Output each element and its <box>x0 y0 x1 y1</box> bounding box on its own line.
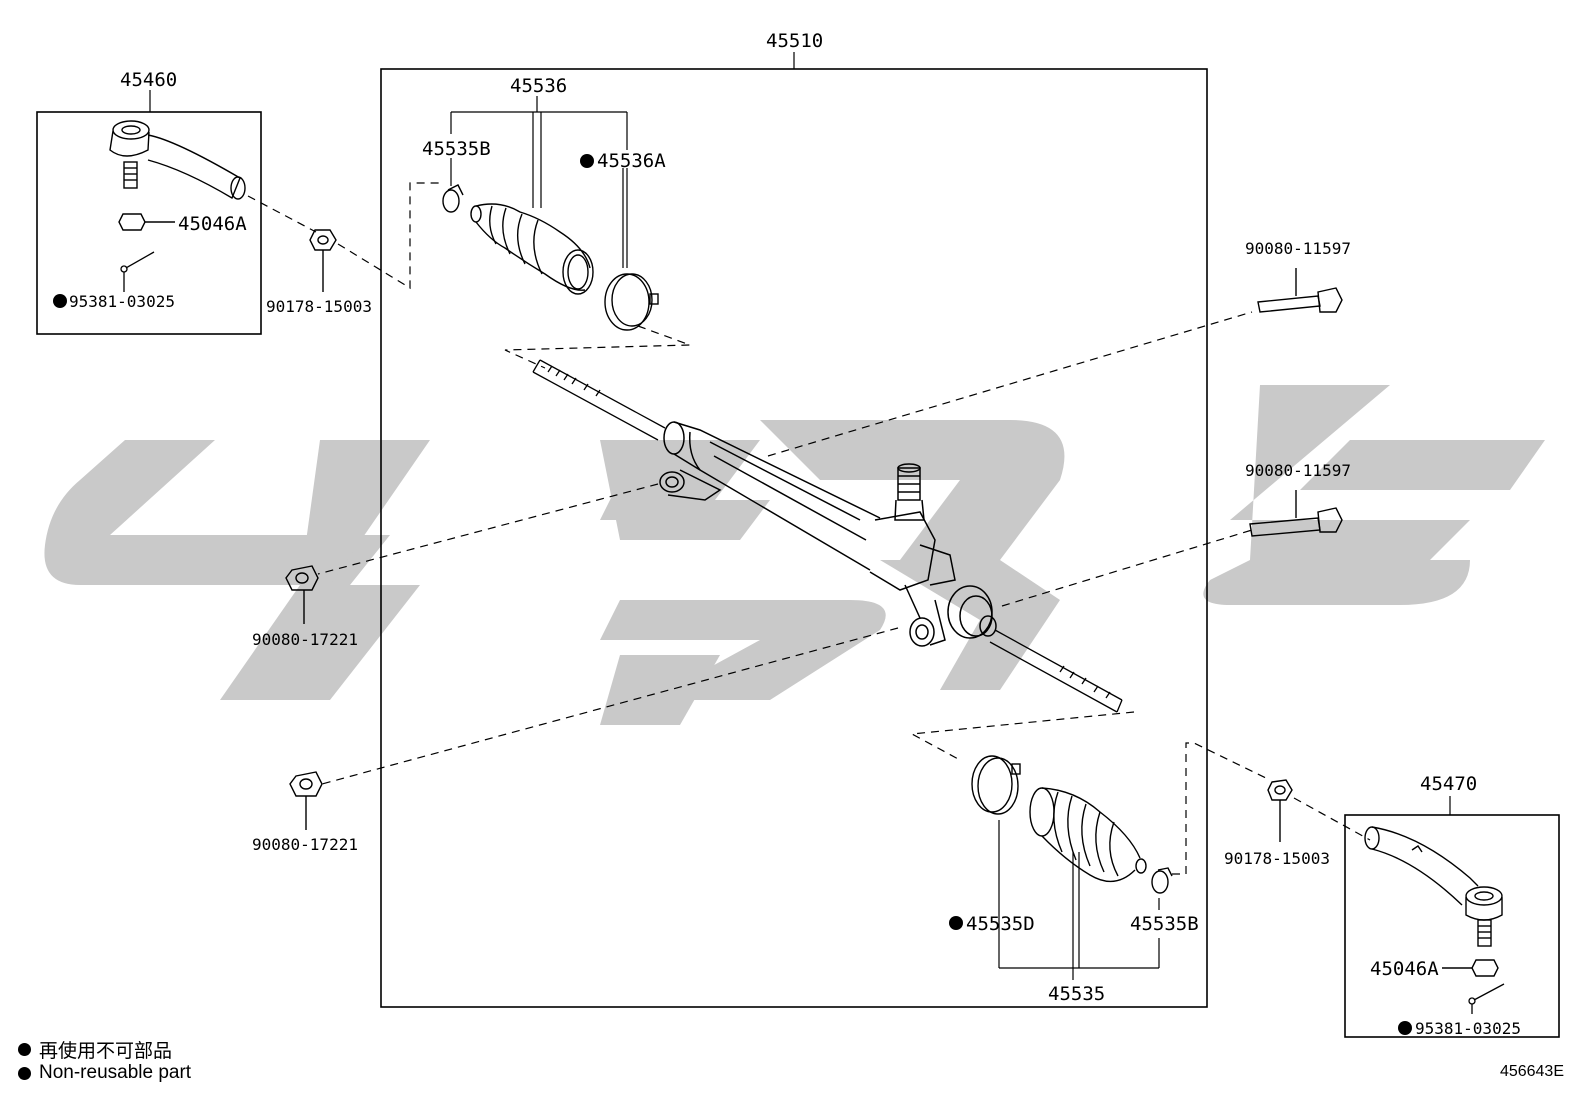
legend-text-en: Non-reusable part <box>39 1062 192 1083</box>
callout-45535D: 45535D <box>966 913 1035 935</box>
dashed-guide <box>1001 529 1253 607</box>
callout-45510: 45510 <box>766 30 823 52</box>
mount-nut-lower <box>289 771 323 830</box>
tie-rod-end-left-box <box>36 111 262 335</box>
big-clamp-upper <box>604 273 659 331</box>
non-reusable-dot <box>1398 1021 1412 1035</box>
callout-90178-15003-right: 90178-15003 <box>1224 849 1330 868</box>
non-reusable-dot <box>580 154 594 168</box>
callout-45535B-upper: 45535B <box>422 138 491 160</box>
boot-upper <box>470 203 594 295</box>
dashed-guide <box>504 325 691 369</box>
callout-45536: 45536 <box>510 75 567 97</box>
castle-nut-right <box>1442 959 1499 977</box>
lock-nut-right <box>1267 779 1293 842</box>
dashed-guide <box>317 483 659 575</box>
dashed-guide <box>337 182 440 290</box>
legend-row-jp: 再使用不可部品 <box>18 1036 172 1063</box>
castle-nut-left <box>118 213 175 231</box>
dashed-guide <box>909 711 1135 761</box>
legend-dot <box>18 1043 31 1056</box>
cotter-pin-right <box>1468 983 1505 1014</box>
rack-shaft-right <box>989 629 1123 713</box>
dashed-guide <box>1293 797 1371 841</box>
callout-90080-11597-lower: 90080-11597 <box>1245 461 1351 480</box>
boot-kit-upper-bracket <box>450 96 628 268</box>
watermark-logo <box>44 385 1545 725</box>
legend-text-jp: 再使用不可部品 <box>39 1041 173 1062</box>
dashed-guide <box>767 311 1253 457</box>
tie-rod-end-right-box <box>1344 814 1560 1038</box>
callout-45536A: 45536A <box>597 150 666 172</box>
boot-lower <box>1029 787 1147 883</box>
bolt-upper <box>1257 268 1343 313</box>
legend-dot <box>18 1066 31 1080</box>
bolt-lower <box>1249 490 1343 537</box>
callout-45046A-right: 45046A <box>1370 958 1439 980</box>
callout-45460: 45460 <box>120 69 177 91</box>
cotter-pin-left <box>120 251 155 292</box>
small-clamp-upper <box>442 184 464 213</box>
callout-95381-03025-left: 95381-03025 <box>69 292 175 311</box>
callout-45535B-lower: 45535B <box>1130 913 1199 935</box>
callout-90178-15003-left: 90178-15003 <box>266 297 372 316</box>
callout-95381-03025-right: 95381-03025 <box>1415 1019 1521 1038</box>
rack-shaft-left <box>532 359 666 441</box>
tie-rod-end-left <box>109 120 246 200</box>
dashed-guide <box>321 627 899 785</box>
callout-45535: 45535 <box>1048 983 1105 1005</box>
callout-45470: 45470 <box>1420 773 1477 795</box>
lock-nut-left <box>309 229 337 292</box>
non-reusable-dot <box>53 294 67 308</box>
callout-90080-11597-upper: 90080-11597 <box>1245 239 1351 258</box>
small-clamp-lower <box>1151 867 1173 894</box>
diagram-code: 456643E <box>1499 1063 1564 1080</box>
legend-row-en: Non-reusable part <box>18 1062 191 1084</box>
tie-rod-end-right <box>1364 826 1503 947</box>
callout-90080-17221-lower: 90080-17221 <box>252 835 358 854</box>
mount-nut-upper <box>285 565 319 624</box>
boot-kit-lower-bracket <box>998 820 1160 980</box>
non-reusable-dot <box>949 916 963 930</box>
dashed-guide <box>1172 742 1271 875</box>
callout-90080-17221-upper: 90080-17221 <box>252 630 358 649</box>
rack-housing <box>659 421 997 647</box>
dashed-guide <box>247 195 317 233</box>
callout-45046A-left: 45046A <box>178 213 247 235</box>
big-clamp-lower <box>971 755 1021 815</box>
